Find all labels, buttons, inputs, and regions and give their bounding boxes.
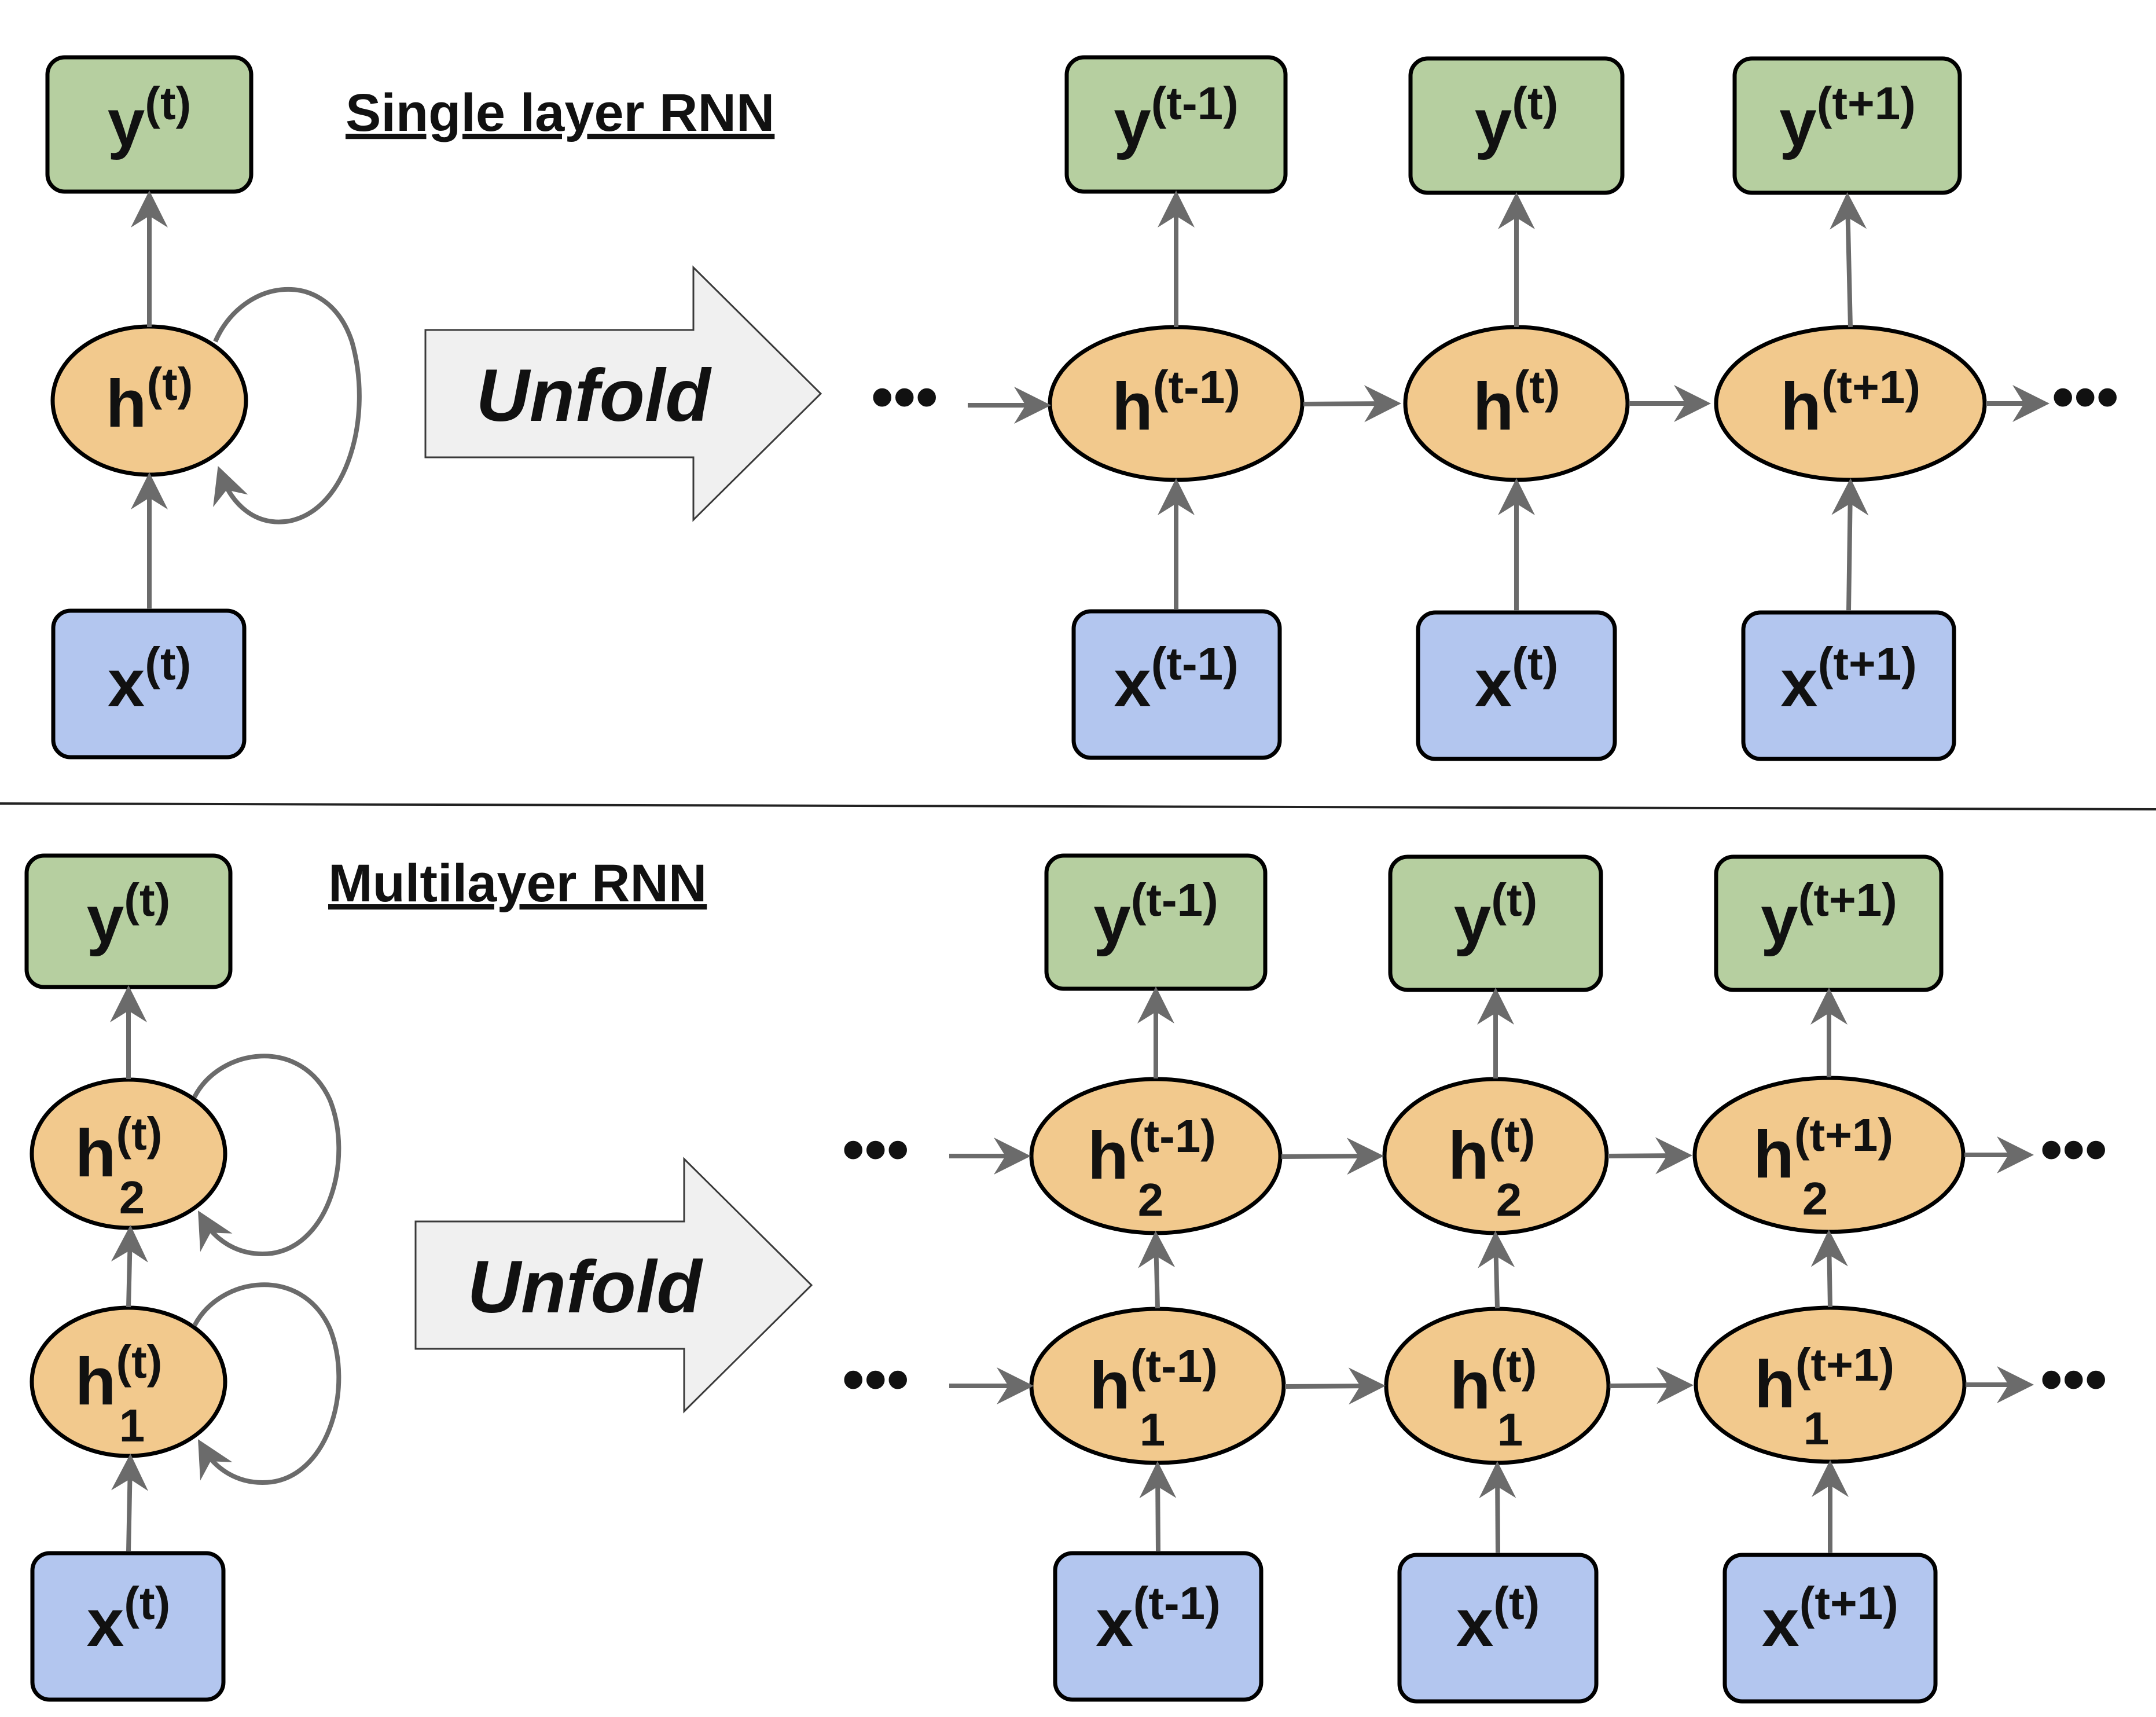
single-x-node-t-plus-1: x(t+1): [1741, 610, 1956, 761]
svg-text:x(t): x(t): [87, 1577, 170, 1660]
svg-text:h(t): h(t): [1448, 1110, 1536, 1193]
single-recurrent-loop-arrow: [213, 287, 362, 524]
svg-text:h(t+1): h(t+1): [1753, 1109, 1893, 1192]
svg-text:2: 2: [119, 1172, 145, 1223]
single-h-node-t: h(t): [1403, 325, 1630, 482]
svg-text:Unfold: Unfold: [476, 354, 712, 437]
single-layer-title: Single layer RNN: [346, 83, 774, 142]
svg-text:x(t-1): x(t-1): [1096, 1577, 1221, 1660]
single-h-to-y-arrow-t-plus-1: [1830, 192, 1867, 328]
multi-h1-recur-arrow-t-to-t-plus-1: [1609, 1367, 1694, 1404]
svg-text:h(t): h(t): [106, 358, 193, 441]
single-y-node-t-plus-1: y(t+1): [1732, 56, 1962, 195]
multi-h2-recur-arrow-t-to-t-plus-1: [1607, 1137, 1692, 1175]
svg-text:x(t+1): x(t+1): [1762, 1577, 1898, 1660]
svg-text:h(t): h(t): [75, 1336, 163, 1419]
multi-folded-h2-node: h(t) 2: [30, 1077, 227, 1230]
multi-h1-node-t: h(t) 1: [1384, 1307, 1611, 1465]
multi-h2-left-ellipsis: •••: [842, 1114, 909, 1185]
multi-x-to-h1-arrow-t: [1479, 1461, 1516, 1554]
section-divider: [0, 802, 2156, 810]
single-folded-x-node: x(t): [51, 608, 247, 760]
single-folded-y-node: y(t): [45, 55, 254, 194]
svg-text:y(t): y(t): [1454, 874, 1537, 957]
svg-text:2: 2: [1802, 1173, 1828, 1224]
svg-text:1: 1: [1140, 1404, 1166, 1455]
multi-h1-recurrent-loop-arrow: [192, 1282, 341, 1485]
multi-h1-node-t-plus-1: h(t+1) 1: [1694, 1305, 1967, 1464]
multi-folded-h1-node: h(t) 1: [30, 1305, 227, 1458]
multi-h2-node-t: h(t) 2: [1382, 1077, 1609, 1235]
svg-text:y(t+1): y(t+1): [1761, 874, 1897, 957]
multi-h1-right-ellipsis: •••: [2040, 1344, 2107, 1415]
single-x-to-h-arrow-t-plus-1: [1831, 478, 1869, 611]
multi-x-node-t: x(t): [1397, 1553, 1599, 1704]
svg-text:2: 2: [1496, 1174, 1522, 1226]
svg-text:y(t): y(t): [87, 874, 170, 957]
multi-h1-node-t-minus-1: h(t-1) 1: [1029, 1307, 1286, 1465]
single-y-node-t: y(t): [1408, 56, 1625, 195]
svg-text:x(t+1): x(t+1): [1780, 638, 1917, 721]
svg-text:y(t): y(t): [1475, 78, 1558, 160]
multi-y-node-t: y(t): [1388, 854, 1603, 992]
svg-text:1: 1: [1804, 1403, 1830, 1454]
single-x-node-t: x(t): [1416, 610, 1617, 761]
svg-text:1: 1: [1497, 1404, 1523, 1455]
svg-text:y(t+1): y(t+1): [1779, 78, 1916, 160]
multi-x-node-t-plus-1: x(t+1): [1722, 1553, 1938, 1704]
single-h-node-t-minus-1: h(t-1): [1048, 325, 1305, 482]
multi-folded-x-to-h1-arrow: [111, 1454, 149, 1552]
svg-text:1: 1: [119, 1400, 145, 1451]
svg-text:h(t-1): h(t-1): [1112, 361, 1240, 444]
multi-unfold-arrow: Unfold: [414, 1157, 813, 1414]
multilayer-title: Multilayer RNN: [328, 854, 707, 913]
multi-y-node-t-plus-1: y(t+1): [1714, 854, 1944, 992]
svg-text:x(t-1): x(t-1): [1114, 638, 1239, 721]
svg-text:h(t): h(t): [1450, 1340, 1537, 1423]
single-y-node-t-minus-1: y(t-1): [1064, 55, 1288, 194]
svg-text:h(t+1): h(t+1): [1754, 1339, 1894, 1422]
single-x-node-t-minus-1: x(t-1): [1071, 609, 1282, 760]
multi-h2-recurrent-loop-arrow: [192, 1054, 341, 1256]
multi-folded-y-node: y(t): [24, 853, 233, 989]
svg-text:h(t-1): h(t-1): [1089, 1340, 1218, 1423]
single-unfold-arrow: Unfold: [424, 265, 822, 522]
multi-y-node-t-minus-1: y(t-1): [1044, 853, 1268, 991]
multi-h1-left-ellipsis: •••: [842, 1344, 909, 1415]
single-left-ellipsis: •••: [871, 361, 938, 432]
svg-text:x(t): x(t): [108, 638, 191, 721]
svg-text:h(t): h(t): [1473, 361, 1560, 444]
single-right-ellipsis: •••: [2052, 361, 2119, 432]
multi-folded-h1-to-h2-arrow: [111, 1225, 148, 1308]
svg-text:x(t): x(t): [1475, 638, 1558, 721]
svg-text:y(t-1): y(t-1): [1093, 874, 1218, 957]
multi-x-node-t-minus-1: x(t-1): [1053, 1551, 1264, 1702]
single-recur-arrow-t-minus-1-to-t: [1303, 385, 1401, 423]
multi-h1-to-h2-arrow-t-minus-1: [1138, 1231, 1176, 1309]
multi-h1-to-h2-arrow-t: [1478, 1231, 1515, 1309]
multi-h2-recur-arrow-t-minus-1-to-t: [1281, 1138, 1384, 1175]
single-h-node-t-plus-1: h(t+1): [1714, 325, 1987, 482]
svg-text:h(t-1): h(t-1): [1088, 1110, 1216, 1193]
multi-h1-to-h2-arrow-t-plus-1: [1810, 1230, 1848, 1308]
multi-h2-right-ellipsis: •••: [2040, 1114, 2107, 1185]
svg-text:h(t): h(t): [75, 1108, 163, 1191]
multi-h2-node-t-plus-1: h(t+1) 2: [1692, 1076, 1966, 1234]
multi-h2-node-t-minus-1: h(t-1) 2: [1029, 1077, 1283, 1235]
svg-text:y(t): y(t): [108, 78, 191, 160]
svg-text:y(t-1): y(t-1): [1114, 78, 1239, 160]
svg-text:h(t+1): h(t+1): [1780, 361, 1920, 444]
multi-folded-x-node: x(t): [30, 1551, 226, 1702]
svg-text:x(t): x(t): [1456, 1577, 1540, 1660]
svg-text:2: 2: [1138, 1174, 1164, 1226]
svg-text:Unfold: Unfold: [467, 1246, 703, 1329]
single-folded-h-node: h(t): [50, 324, 248, 477]
